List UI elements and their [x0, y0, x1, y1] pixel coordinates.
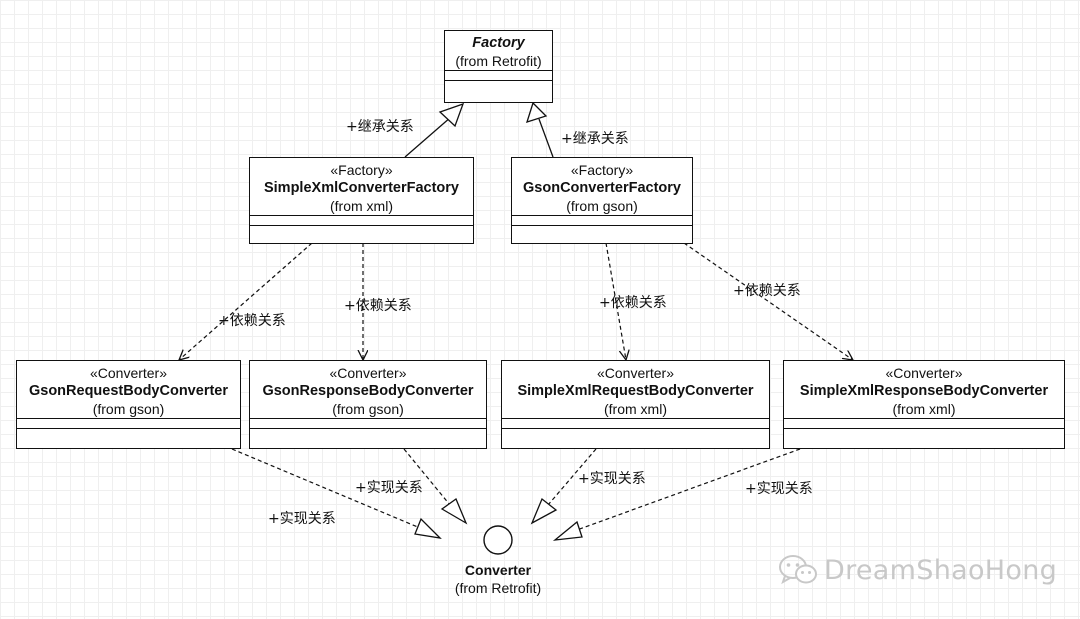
attributes-section	[250, 418, 486, 428]
operations-section	[17, 428, 240, 435]
factory-class-box[interactable]: Factory (from Retrofit)	[444, 30, 553, 103]
class-package: (from xml)	[330, 198, 393, 214]
realization-edge-3	[530, 448, 597, 525]
operations-section	[502, 428, 769, 435]
gson-converter-factory-box[interactable]: «Factory» GsonConverterFactory (from gso…	[511, 157, 693, 244]
class-name: SimpleXmlConverterFactory	[263, 180, 459, 196]
simplexml-response-body-converter-box[interactable]: «Converter» SimpleXmlResponseBodyConvert…	[783, 360, 1065, 449]
inherit-label-left: +继承关系	[346, 119, 414, 135]
attributes-section	[512, 215, 692, 225]
class-package: (from xml)	[892, 401, 956, 417]
attributes-section	[17, 418, 240, 428]
realization-label-3: +实现关系	[578, 471, 646, 487]
class-name: SimpleXmlResponseBodyConverter	[799, 383, 1049, 399]
converter-interface-circle	[483, 525, 513, 555]
inherit-label-right: +继承关系	[561, 131, 629, 147]
operations-section	[784, 428, 1064, 435]
class-name: SimpleXmlRequestBodyConverter	[517, 383, 754, 399]
stereotype-label: «Converter»	[89, 365, 168, 381]
realization-edge-4	[552, 448, 801, 541]
stereotype-label: «Converter»	[596, 365, 675, 381]
gson-response-body-converter-box[interactable]: «Converter» GsonResponseBodyConverter (f…	[249, 360, 487, 449]
watermark: DreamShaoHong	[778, 550, 1057, 590]
gson-request-body-converter-box[interactable]: «Converter» GsonRequestBodyConverter (fr…	[16, 360, 241, 449]
dependency-edge-4	[683, 242, 853, 360]
factory-class-name: Factory	[472, 35, 525, 51]
operations-section	[512, 225, 692, 232]
inheritance-edge-simplexml	[404, 102, 465, 158]
attributes-section	[784, 418, 1064, 428]
class-package: (from xml)	[604, 401, 667, 417]
attributes-section	[502, 418, 769, 428]
class-package: (from gson)	[332, 401, 404, 417]
attributes-section	[445, 70, 552, 80]
dependency-label-4: +依赖关系	[733, 283, 801, 299]
interface-package: (from Retrofit)	[454, 580, 542, 596]
operations-section	[250, 428, 486, 435]
dependency-edge-1	[179, 242, 313, 360]
watermark-text: DreamShaoHong	[824, 554, 1058, 586]
stereotype-label: «Converter»	[329, 365, 407, 381]
stereotype-label: «Converter»	[885, 365, 963, 381]
class-package: (from gson)	[92, 401, 165, 417]
simplexml-request-body-converter-box[interactable]: «Converter» SimpleXmlRequestBodyConverte…	[501, 360, 770, 449]
class-name: GsonConverterFactory	[523, 180, 681, 196]
factory-class-package: (from Retrofit)	[455, 53, 542, 69]
wechat-icon	[779, 555, 817, 585]
realization-label-1: +实现关系	[268, 511, 336, 527]
class-name: GsonRequestBodyConverter	[28, 383, 228, 399]
dependency-label-2: +依赖关系	[344, 298, 412, 314]
realization-edge-2	[403, 448, 468, 525]
realization-label-4: +实现关系	[745, 481, 813, 497]
attributes-section	[250, 215, 473, 225]
interface-name: Converter	[464, 562, 532, 578]
operations-section	[250, 225, 473, 232]
class-package: (from gson)	[566, 198, 638, 214]
operations-section	[445, 80, 552, 87]
class-name: GsonResponseBodyConverter	[262, 383, 474, 399]
simplexml-converter-factory-box[interactable]: «Factory» SimpleXmlConverterFactory (fro…	[249, 157, 474, 244]
realization-label-2: +实现关系	[355, 480, 423, 496]
dependency-label-3: +依赖关系	[599, 295, 667, 311]
dependency-label-1: +依赖关系	[218, 313, 286, 329]
stereotype-label: «Factory»	[570, 162, 634, 178]
stereotype-label: «Factory»	[330, 162, 393, 178]
inheritance-edge-gson	[526, 101, 554, 158]
realization-edge-1	[231, 448, 442, 539]
dependency-edge-3	[605, 242, 626, 360]
converter-interface-label: Converter (from Retrofit)	[438, 561, 558, 597]
